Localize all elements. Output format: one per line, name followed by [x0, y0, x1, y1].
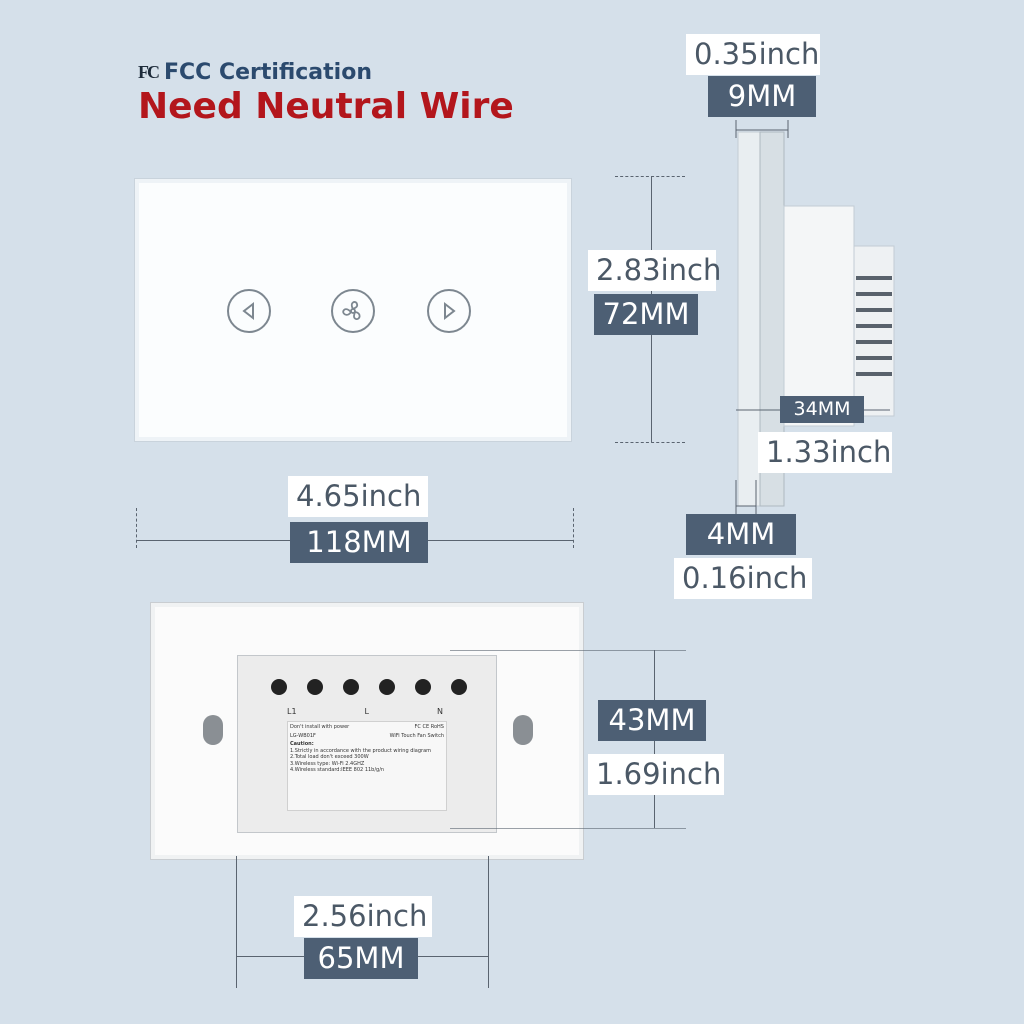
caution-line: 4.Wireless standard:IEEE 802 11b/g/n	[290, 767, 385, 773]
cert-marks: FC CE RoHS	[414, 724, 444, 730]
back-width-tick-right	[488, 856, 489, 988]
back-width-tick-left	[236, 856, 237, 988]
side-glass-inch: 0.16inch	[674, 558, 812, 599]
terminal-label: L1	[287, 707, 297, 716]
dim-tick-top	[615, 176, 685, 177]
back-panel-image: L1 L N Don't install with power FC CE Ro…	[150, 602, 584, 860]
side-depth-mm: 34MM	[780, 396, 864, 423]
front-height-inch: 2.83inch	[588, 250, 721, 291]
side-glass-mm: 4MM	[686, 514, 796, 555]
side-thickness-mm: 9MM	[708, 76, 816, 117]
terminal-labels: L1 L N	[287, 707, 443, 716]
front-width-inch: 4.65inch	[288, 476, 428, 517]
front-height-mm: 72MM	[594, 294, 698, 335]
mount-slot-right	[513, 715, 533, 745]
caution-line: 3.Wireless type: Wi-Fi 2.4GHZ	[290, 760, 365, 767]
product-label: Don't install with power FC CE RoHS LG-W…	[287, 721, 447, 811]
terminal-screws	[271, 679, 467, 695]
certification-line: FC FCC Certification	[138, 60, 372, 85]
certification-text: FCC Certification	[164, 60, 372, 85]
terminal-screw	[415, 679, 431, 695]
terminal-screw	[343, 679, 359, 695]
terminal-screw	[307, 679, 323, 695]
back-width-inch: 2.56inch	[294, 896, 432, 937]
dim-tick-left	[136, 508, 137, 548]
caution-line: 2.Total load don't exceed 300W	[290, 754, 369, 760]
terminal-screw	[379, 679, 395, 695]
caution-title: Caution:	[290, 741, 314, 747]
model-number: LG-WB01F	[290, 732, 316, 739]
terminal-label: L	[364, 707, 370, 716]
arrow-right-icon	[427, 289, 471, 333]
terminal-screw	[451, 679, 467, 695]
side-view-image	[735, 120, 895, 530]
back-height-inch: 1.69inch	[588, 754, 724, 795]
dim-tick-bottom	[615, 442, 685, 443]
back-width-mm: 65MM	[304, 938, 418, 979]
caution-line: 1.Strictly in accordance with the produc…	[290, 747, 432, 754]
arrow-left-icon	[227, 289, 271, 333]
product-name: WiFi Touch Fan Switch	[389, 732, 444, 739]
warning-text: Don't install with power	[290, 724, 350, 730]
front-width-mm: 118MM	[290, 522, 428, 563]
front-panel-image	[134, 178, 572, 442]
terminal-screw	[271, 679, 287, 695]
side-thickness-inch: 0.35inch	[686, 34, 820, 75]
terminal-label: N	[437, 707, 443, 716]
back-height-tick-top	[450, 650, 686, 651]
mount-slot-left	[203, 715, 223, 745]
headline: Need Neutral Wire	[138, 86, 514, 127]
side-depth-inch: 1.33inch	[758, 432, 892, 473]
fcc-logo-icon: FC	[138, 62, 160, 82]
dim-tick-right	[573, 508, 574, 548]
back-height-mm: 43MM	[598, 700, 706, 741]
back-height-tick-bottom	[450, 828, 686, 829]
fan-icon	[331, 289, 375, 333]
